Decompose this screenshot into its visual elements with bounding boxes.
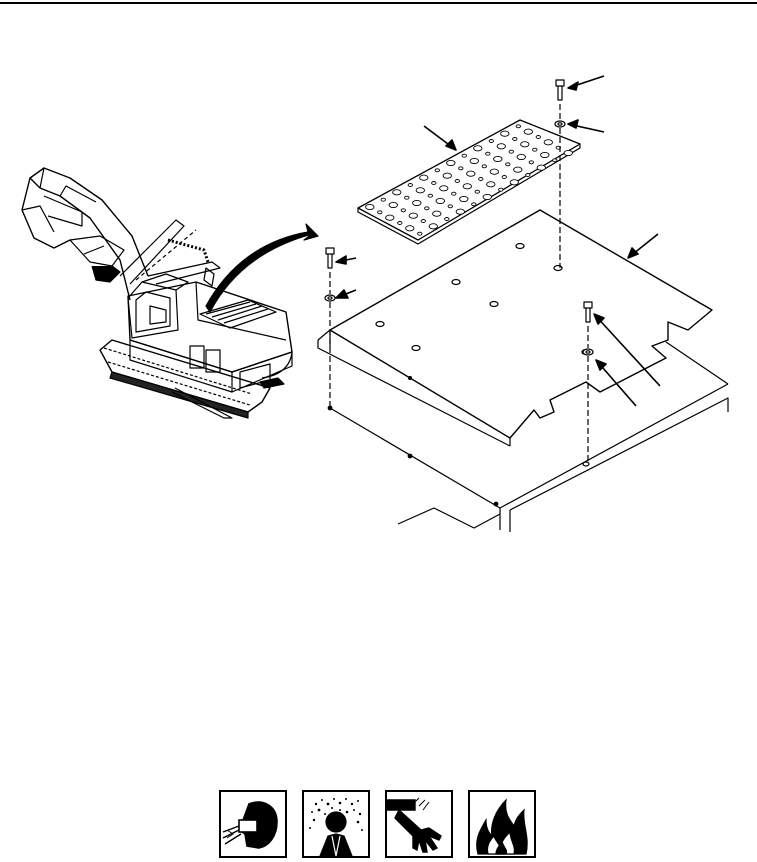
tread-hole (432, 210, 442, 217)
tread-hole (489, 168, 499, 175)
tread-hole (515, 124, 521, 129)
tread-hole (481, 164, 487, 169)
tread-hole (417, 231, 423, 236)
tread-hole (388, 201, 398, 209)
tread-hole (525, 173, 531, 177)
callout-leader-lines (335, 75, 661, 407)
excavator-illustration (21, 167, 319, 419)
tread-hole (563, 149, 573, 157)
tread-hole (508, 149, 514, 154)
tread-hole (540, 151, 550, 159)
tread-hole (454, 179, 460, 183)
tread-hole (486, 181, 496, 188)
tread-hole (474, 189, 480, 194)
tread-hole (501, 175, 507, 179)
tread-hole (552, 158, 558, 163)
access-cover-plate (317, 209, 713, 447)
tread-hole (446, 159, 456, 167)
tread-hole (385, 214, 395, 221)
non-skid-tread-plate (357, 119, 581, 245)
tread-hole (505, 162, 511, 167)
tread-hole (488, 139, 494, 143)
tread-hole (392, 189, 402, 196)
tread-hole (485, 151, 491, 156)
tread-hole (528, 160, 534, 165)
tread-hole (407, 183, 413, 187)
tread-hole (420, 219, 426, 223)
deck-structure (327, 341, 729, 532)
tread-hole (493, 155, 503, 163)
tread-hole (447, 204, 453, 209)
tread-hole (516, 153, 526, 161)
tread-hole (466, 170, 476, 177)
tread-hole (400, 208, 406, 213)
tread-hole (365, 203, 375, 211)
tread-hole (412, 199, 422, 207)
tread-hole (459, 195, 469, 203)
tread-hole (434, 168, 440, 173)
tread-hole (405, 225, 415, 232)
tread-hole (482, 193, 492, 201)
tread-hole (523, 128, 533, 135)
tread-hole (512, 137, 518, 141)
header-rule (0, 2, 757, 4)
tread-hole (419, 174, 429, 181)
tread-hole (513, 166, 523, 173)
tread-hole (462, 183, 472, 190)
tread-hole (439, 185, 449, 192)
tread-hole (428, 223, 438, 230)
tread-hole (424, 206, 430, 211)
tread-hole (461, 153, 467, 158)
tread-hole (455, 208, 465, 215)
tread-hole (415, 187, 425, 194)
tread-hole (500, 130, 510, 137)
tread-hole (496, 143, 506, 150)
warning-icon-row (219, 790, 539, 862)
tread-hole (498, 187, 504, 192)
flying-particles-icon (302, 790, 370, 858)
hand-injury-icon (385, 790, 453, 858)
tread-hole (404, 195, 410, 200)
tread-hole (435, 197, 445, 205)
fire-hazard-icon (468, 790, 536, 858)
exploded-view-illustration (21, 75, 729, 532)
tread-hole (380, 197, 386, 202)
tread-hole (478, 177, 484, 181)
tread-hole (520, 141, 530, 148)
tread-hole (543, 139, 553, 146)
tread-hole (469, 157, 479, 165)
tread-hole (536, 164, 546, 171)
eye-protection-icon (219, 790, 287, 858)
tread-hole (427, 193, 433, 198)
tread-hole (509, 179, 519, 186)
tread-hole (532, 147, 538, 152)
tread-hole (451, 191, 457, 196)
tread-hole (408, 212, 418, 219)
tread-hole (535, 135, 541, 139)
tread-hole (444, 217, 450, 221)
tread-hole (397, 221, 403, 225)
tread-hole (471, 202, 477, 207)
hardware (324, 79, 594, 462)
tread-hole (473, 145, 483, 152)
tread-hole (442, 172, 452, 179)
tread-hole (377, 210, 383, 215)
tread-hole (431, 181, 437, 185)
tread-hole (458, 166, 464, 171)
